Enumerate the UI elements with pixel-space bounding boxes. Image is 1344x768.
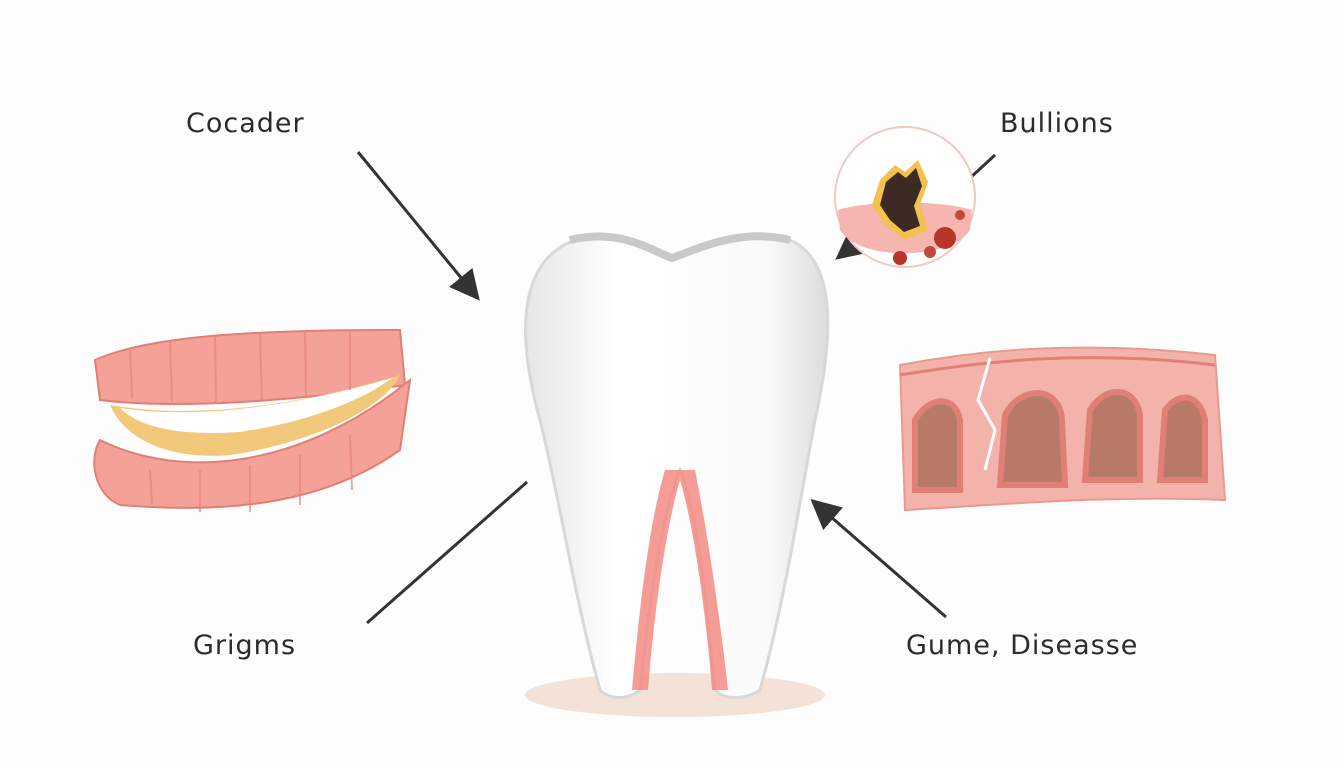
arrow-bullions (968, 153, 997, 180)
molar-tooth (524, 232, 830, 699)
arrow-grigms (366, 480, 528, 625)
label-grigms: Grigms (193, 630, 297, 661)
label-bullions: Bullions (1000, 108, 1114, 139)
gum-disease-illustration (898, 346, 1227, 512)
teeth-gums-illustration (93, 328, 412, 512)
label-gum-disease: Gume, Diseasse (906, 630, 1139, 661)
label-cocader: Cocader (186, 108, 305, 139)
tooth-shadow (525, 673, 825, 717)
tooth-decay-closeup (834, 126, 976, 268)
arrow-gum-disease (810, 499, 947, 619)
arrow-cocader (356, 151, 480, 301)
